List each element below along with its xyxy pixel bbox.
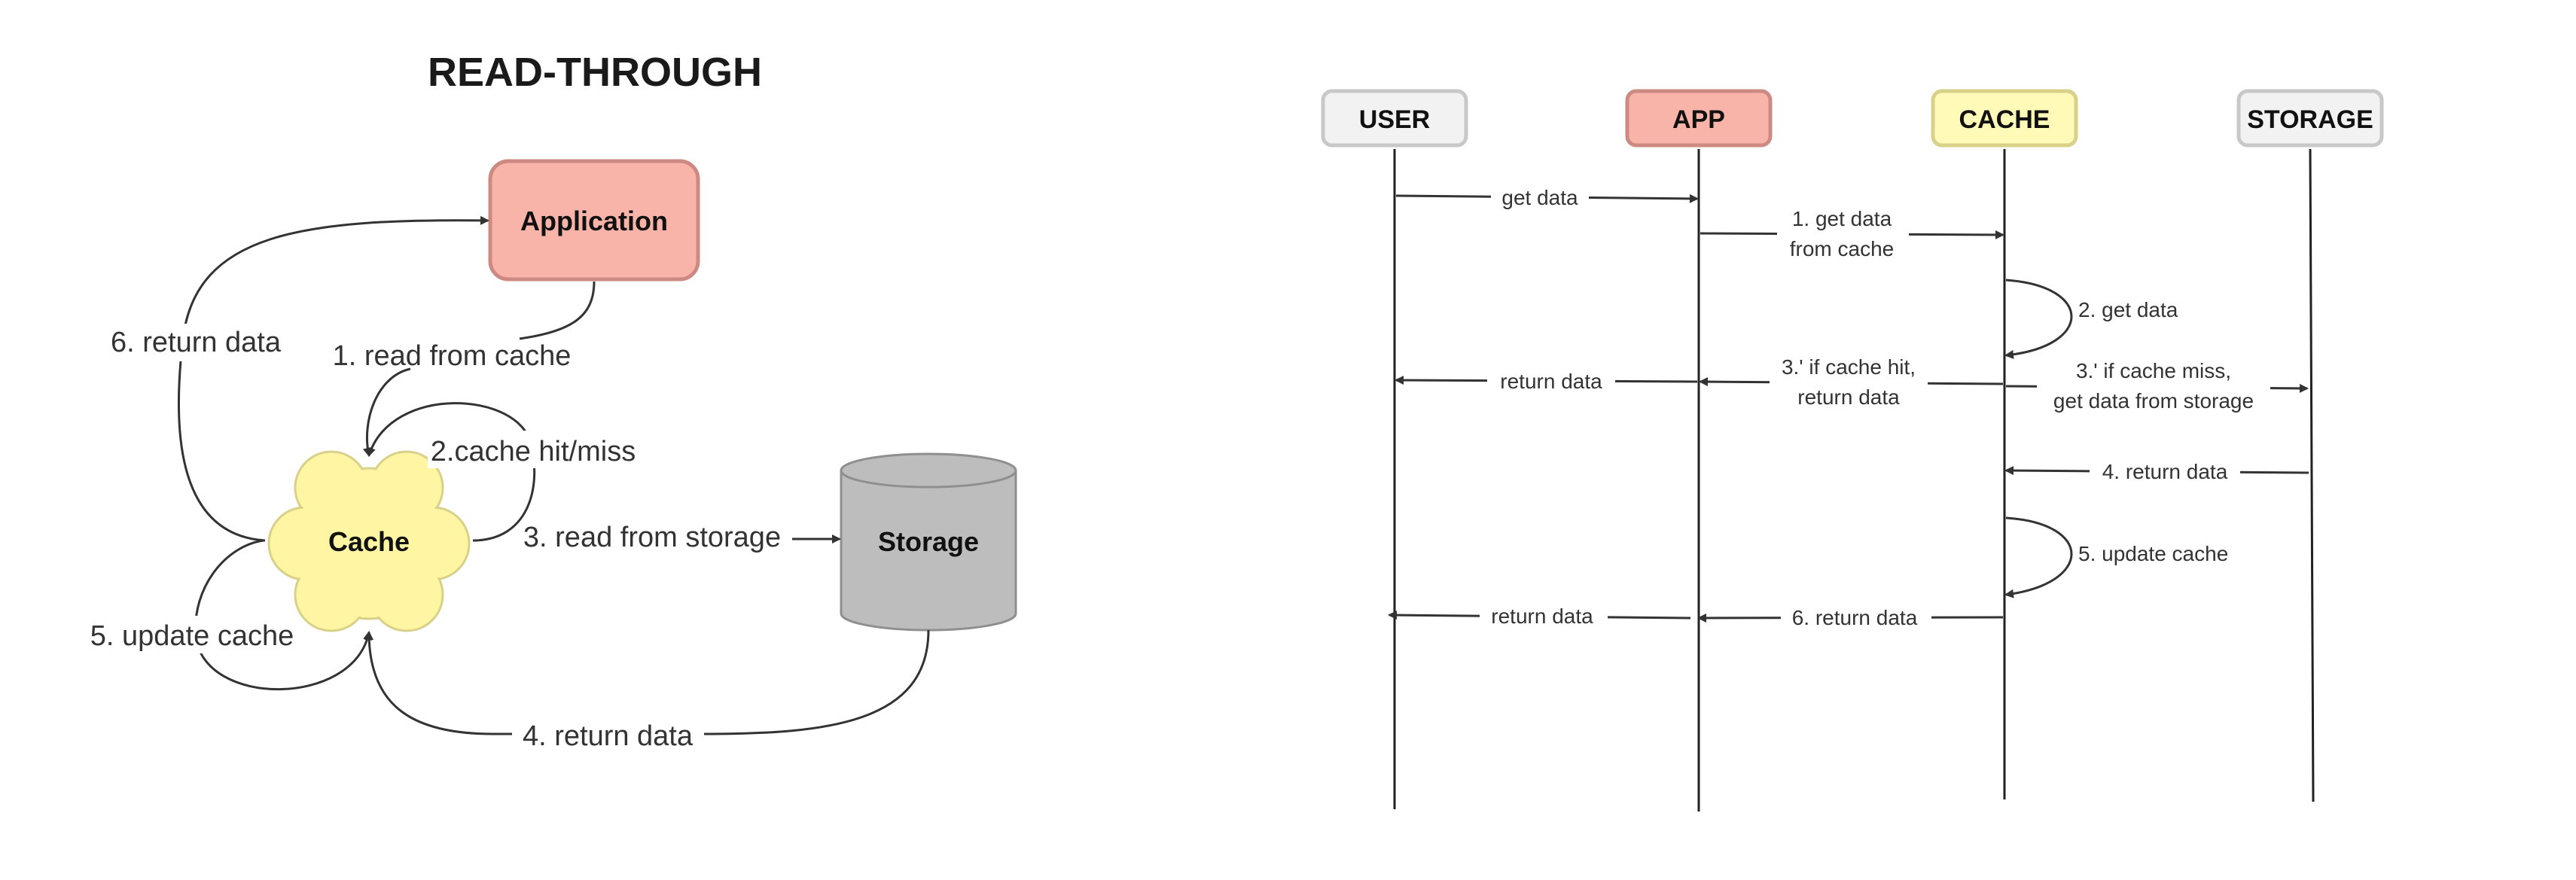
message-update-cache: 5. update cache — [2004, 516, 2228, 598]
message-cache-miss-line1: 3.' if cache miss, — [2076, 359, 2231, 382]
participant-storage-label: STORAGE — [2247, 105, 2373, 134]
message-return-data-final-label: return data — [1491, 604, 1593, 628]
application-label: Application — [520, 206, 668, 236]
diagram-title: READ-THROUGH — [428, 50, 762, 95]
message-cache-hit: 3.' if cache hit, return data — [1699, 349, 2004, 416]
message-cache-miss-line2: get data from storage — [2053, 389, 2254, 413]
participant-storage[interactable]: STORAGE — [2236, 89, 2384, 148]
edge-read-from-storage-label: 3. read from storage — [523, 522, 781, 553]
message-return-data-user-label: return data — [1500, 370, 1602, 393]
application-node[interactable]: Application — [488, 159, 700, 282]
edge-read-from-storage: 3. read from storage — [523, 522, 841, 553]
message-return-data-app: 6. return data — [1697, 603, 2004, 633]
edge-cache-hit-miss-label: 2.cache hit/miss — [431, 436, 636, 467]
storage-node[interactable]: Storage — [840, 452, 1017, 632]
message-cache-hit-line2: return data — [1797, 385, 1900, 409]
edge-return-data-app-label: 6. return data — [111, 327, 282, 358]
edge-return-data-storage-label: 4. return data — [523, 720, 694, 752]
message-cache-get-data: 2. get data — [2004, 279, 2178, 359]
edge-update-cache: 5. update cache — [87, 539, 372, 691]
message-get-data: get data — [1395, 182, 1699, 212]
storage-cylinder-top — [840, 452, 1017, 489]
message-update-cache-label: 5. update cache — [2078, 542, 2228, 565]
message-get-data-from-cache-line2: from cache — [1790, 237, 1895, 260]
message-return-data-user: return data — [1395, 367, 1698, 397]
lifeline-storage — [2309, 148, 2315, 802]
message-return-data-app-label: 6. return data — [1792, 606, 1918, 629]
cache-node[interactable]: Cache — [267, 450, 471, 632]
message-cache-hit-line1: 3.' if cache hit, — [1782, 355, 1916, 379]
participant-app[interactable]: APP — [1625, 89, 1773, 148]
cache-label: Cache — [328, 526, 410, 557]
participant-user-label: USER — [1359, 105, 1430, 134]
cache-cloud-fill — [270, 453, 468, 629]
storage-label: Storage — [878, 526, 979, 557]
participant-cache[interactable]: CACHE — [1931, 89, 2078, 148]
message-get-data-from-cache: 1. get data from cache — [1700, 203, 2004, 266]
participant-user[interactable]: USER — [1321, 89, 1468, 148]
edge-read-from-cache: 1. read from cache — [333, 281, 596, 457]
edge-cache-hit-miss: 2.cache hit/miss — [367, 402, 639, 542]
edge-read-from-cache-label: 1. read from cache — [333, 340, 572, 372]
message-return-data-storage-label: 4. return data — [2102, 460, 2228, 483]
message-get-data-from-cache-line1: 1. get data — [1792, 207, 1892, 230]
storage-cylinder-body — [840, 470, 1017, 632]
message-return-data-final: return data — [1388, 601, 1691, 632]
message-get-data-label: get data — [1501, 186, 1578, 209]
message-cache-miss: 3.' if cache miss, get data from storage — [2005, 352, 2309, 420]
application-box — [488, 159, 700, 282]
edge-return-data-storage: 4. return data — [364, 629, 930, 753]
message-cache-get-data-label: 2. get data — [2078, 298, 2178, 321]
edge-update-cache-label: 5. update cache — [90, 620, 294, 652]
edge-return-data-app: 6. return data — [98, 215, 489, 542]
participant-cache-label: CACHE — [1959, 105, 2050, 134]
participant-app-label: APP — [1672, 105, 1725, 134]
message-return-data-storage: 4. return data — [2004, 457, 2309, 487]
